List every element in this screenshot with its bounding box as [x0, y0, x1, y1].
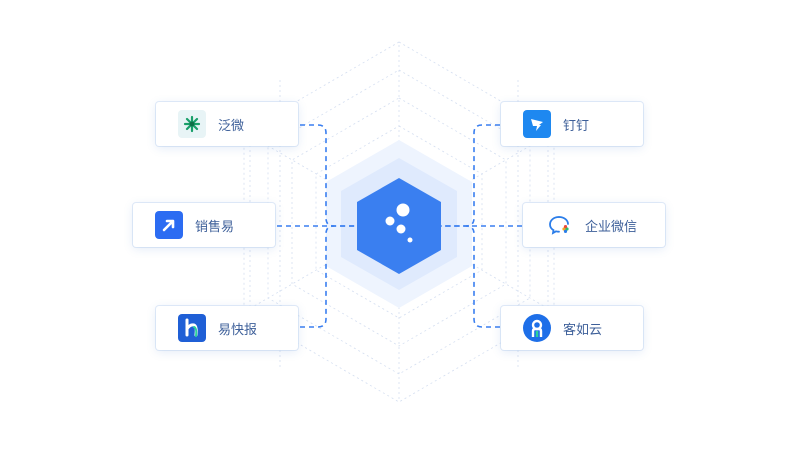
app-card-fanwei[interactable]: 泛微 [156, 102, 298, 146]
connector-keruyun [465, 225, 500, 328]
connector-dingding [440, 124, 500, 227]
app-label: 钉钉 [563, 118, 590, 134]
app-card-xiaoshouyi[interactable]: 销售易 [133, 203, 275, 247]
yikuaibao-icon [178, 314, 206, 342]
app-label: 客如云 [563, 322, 603, 338]
app-label: 泛微 [218, 118, 245, 134]
app-label: 销售易 [195, 219, 235, 235]
hub-node [357, 178, 441, 274]
dots-logo-icon [385, 203, 413, 243]
app-card-dingding[interactable]: 钉钉 [501, 102, 643, 146]
connector-fanwei [300, 124, 360, 227]
app-card-keruyun[interactable]: 客如云 [501, 306, 643, 350]
app-card-yikuaibao[interactable]: 易快报 [156, 306, 298, 350]
dingtalk-icon [523, 110, 551, 138]
xiaoshouyi-arrow-icon [155, 211, 183, 239]
connector-yikuaibao [300, 225, 335, 328]
connectors [277, 124, 522, 328]
fanwei-icon [178, 110, 206, 138]
app-label: 企业微信 [585, 219, 638, 235]
wecom-icon [545, 211, 573, 239]
keruyun-icon [523, 314, 551, 342]
app-label: 易快报 [218, 322, 258, 338]
app-card-wecom[interactable]: 企业微信 [523, 203, 665, 247]
